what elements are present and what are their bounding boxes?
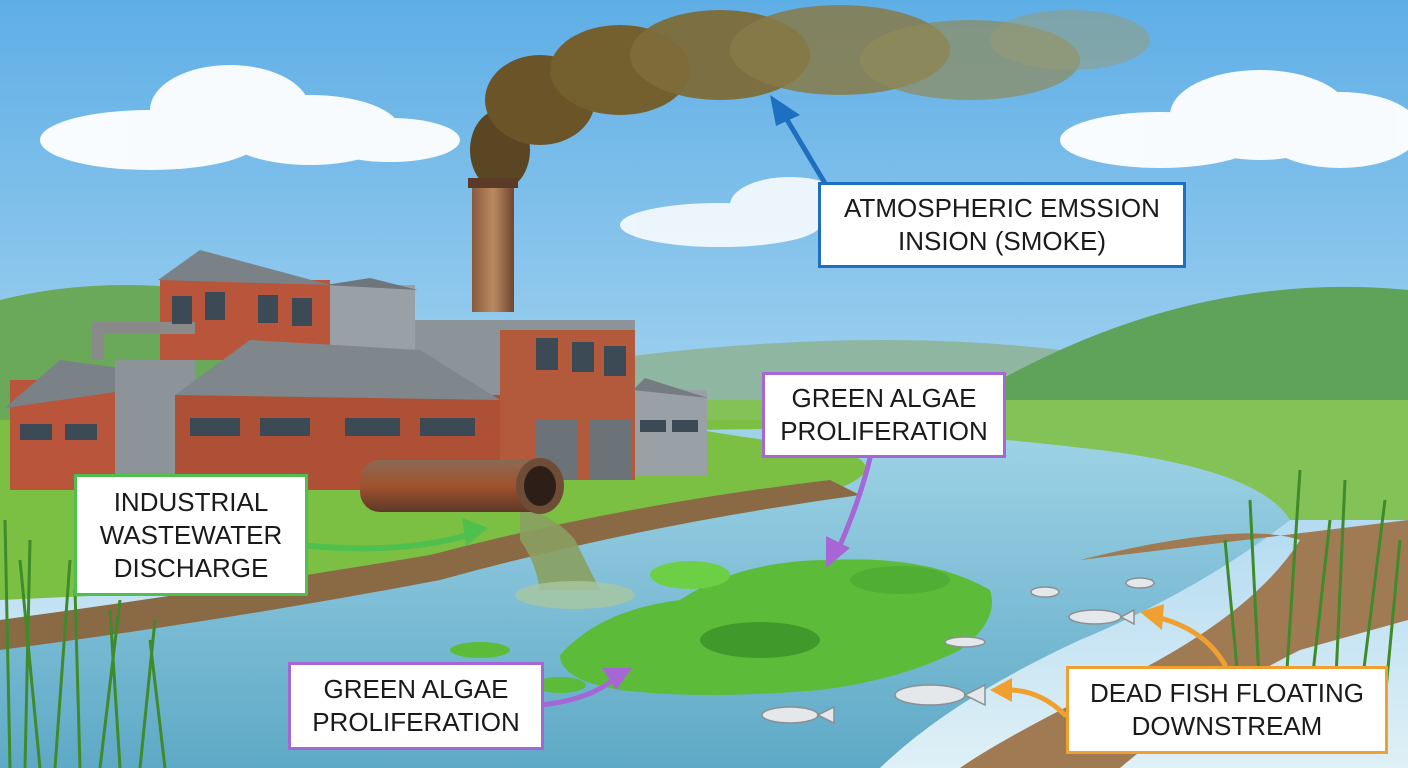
discharge-stream [520, 505, 600, 590]
label-algae-bottom-line1: GREEN ALGAE [323, 674, 509, 704]
arrowhead-wastewater [462, 518, 488, 546]
arrow-wastewater [297, 532, 471, 552]
label-algae-bottom: GREEN ALGAE PROLIFERATION [288, 662, 544, 750]
factory [5, 250, 708, 490]
label-wastewater-line2: WASTEWATER [99, 519, 283, 550]
label-wastewater: INDUSTRIAL WASTEWATER DISCHARGE [74, 474, 308, 596]
label-algae-top-line1: GREEN ALGAE [791, 383, 977, 413]
label-dead-fish-line1: DEAD FISH FLOATING [1090, 678, 1364, 708]
label-wastewater-line1: INDUSTRIAL [113, 486, 269, 517]
label-emission-line1: ATMOSPHERIC EMSSION [844, 193, 1160, 223]
label-dead-fish: DEAD FISH FLOATING DOWNSTREAM [1066, 666, 1388, 754]
discharge-pipe [360, 458, 564, 514]
arrowhead-emission [770, 95, 800, 126]
label-emission-line2: INSION (SMOKE) [897, 226, 1106, 256]
arrow-fish-upper [1157, 615, 1228, 668]
riverbank-left [0, 480, 860, 650]
label-algae-bottom-line2: PROLIFERATION [312, 707, 520, 737]
label-wastewater-line3: DISCHARGE [113, 552, 269, 583]
label-dead-fish-line2: DOWNSTREAM [1131, 711, 1323, 741]
label-algae-top: GREEN ALGAE PROLIFERATION [762, 372, 1006, 458]
arrow-algae-top [835, 455, 873, 553]
arrowhead-fish-upper [1140, 604, 1164, 630]
arrow-fish-lower [1005, 687, 1068, 718]
label-algae-top-line2: PROLIFERATION [780, 416, 988, 446]
arrowhead-algae-bottom [602, 668, 632, 690]
cloud-left [40, 65, 460, 170]
dead-fish [761, 577, 1155, 725]
arrow-emission [783, 115, 829, 188]
discharge-splash [515, 581, 635, 609]
arrowhead-fish-lower [990, 678, 1012, 702]
reeds-left [3, 519, 167, 768]
algae-bloom [450, 559, 992, 695]
label-emission: ATMOSPHERIC EMSSION INSION (SMOKE) [818, 182, 1186, 268]
arrow-algae-bottom [537, 675, 618, 708]
arrowhead-algae-top [826, 536, 850, 568]
smoke-plume [470, 5, 1150, 190]
cloud-right [1060, 70, 1408, 168]
smokestack [472, 182, 514, 312]
